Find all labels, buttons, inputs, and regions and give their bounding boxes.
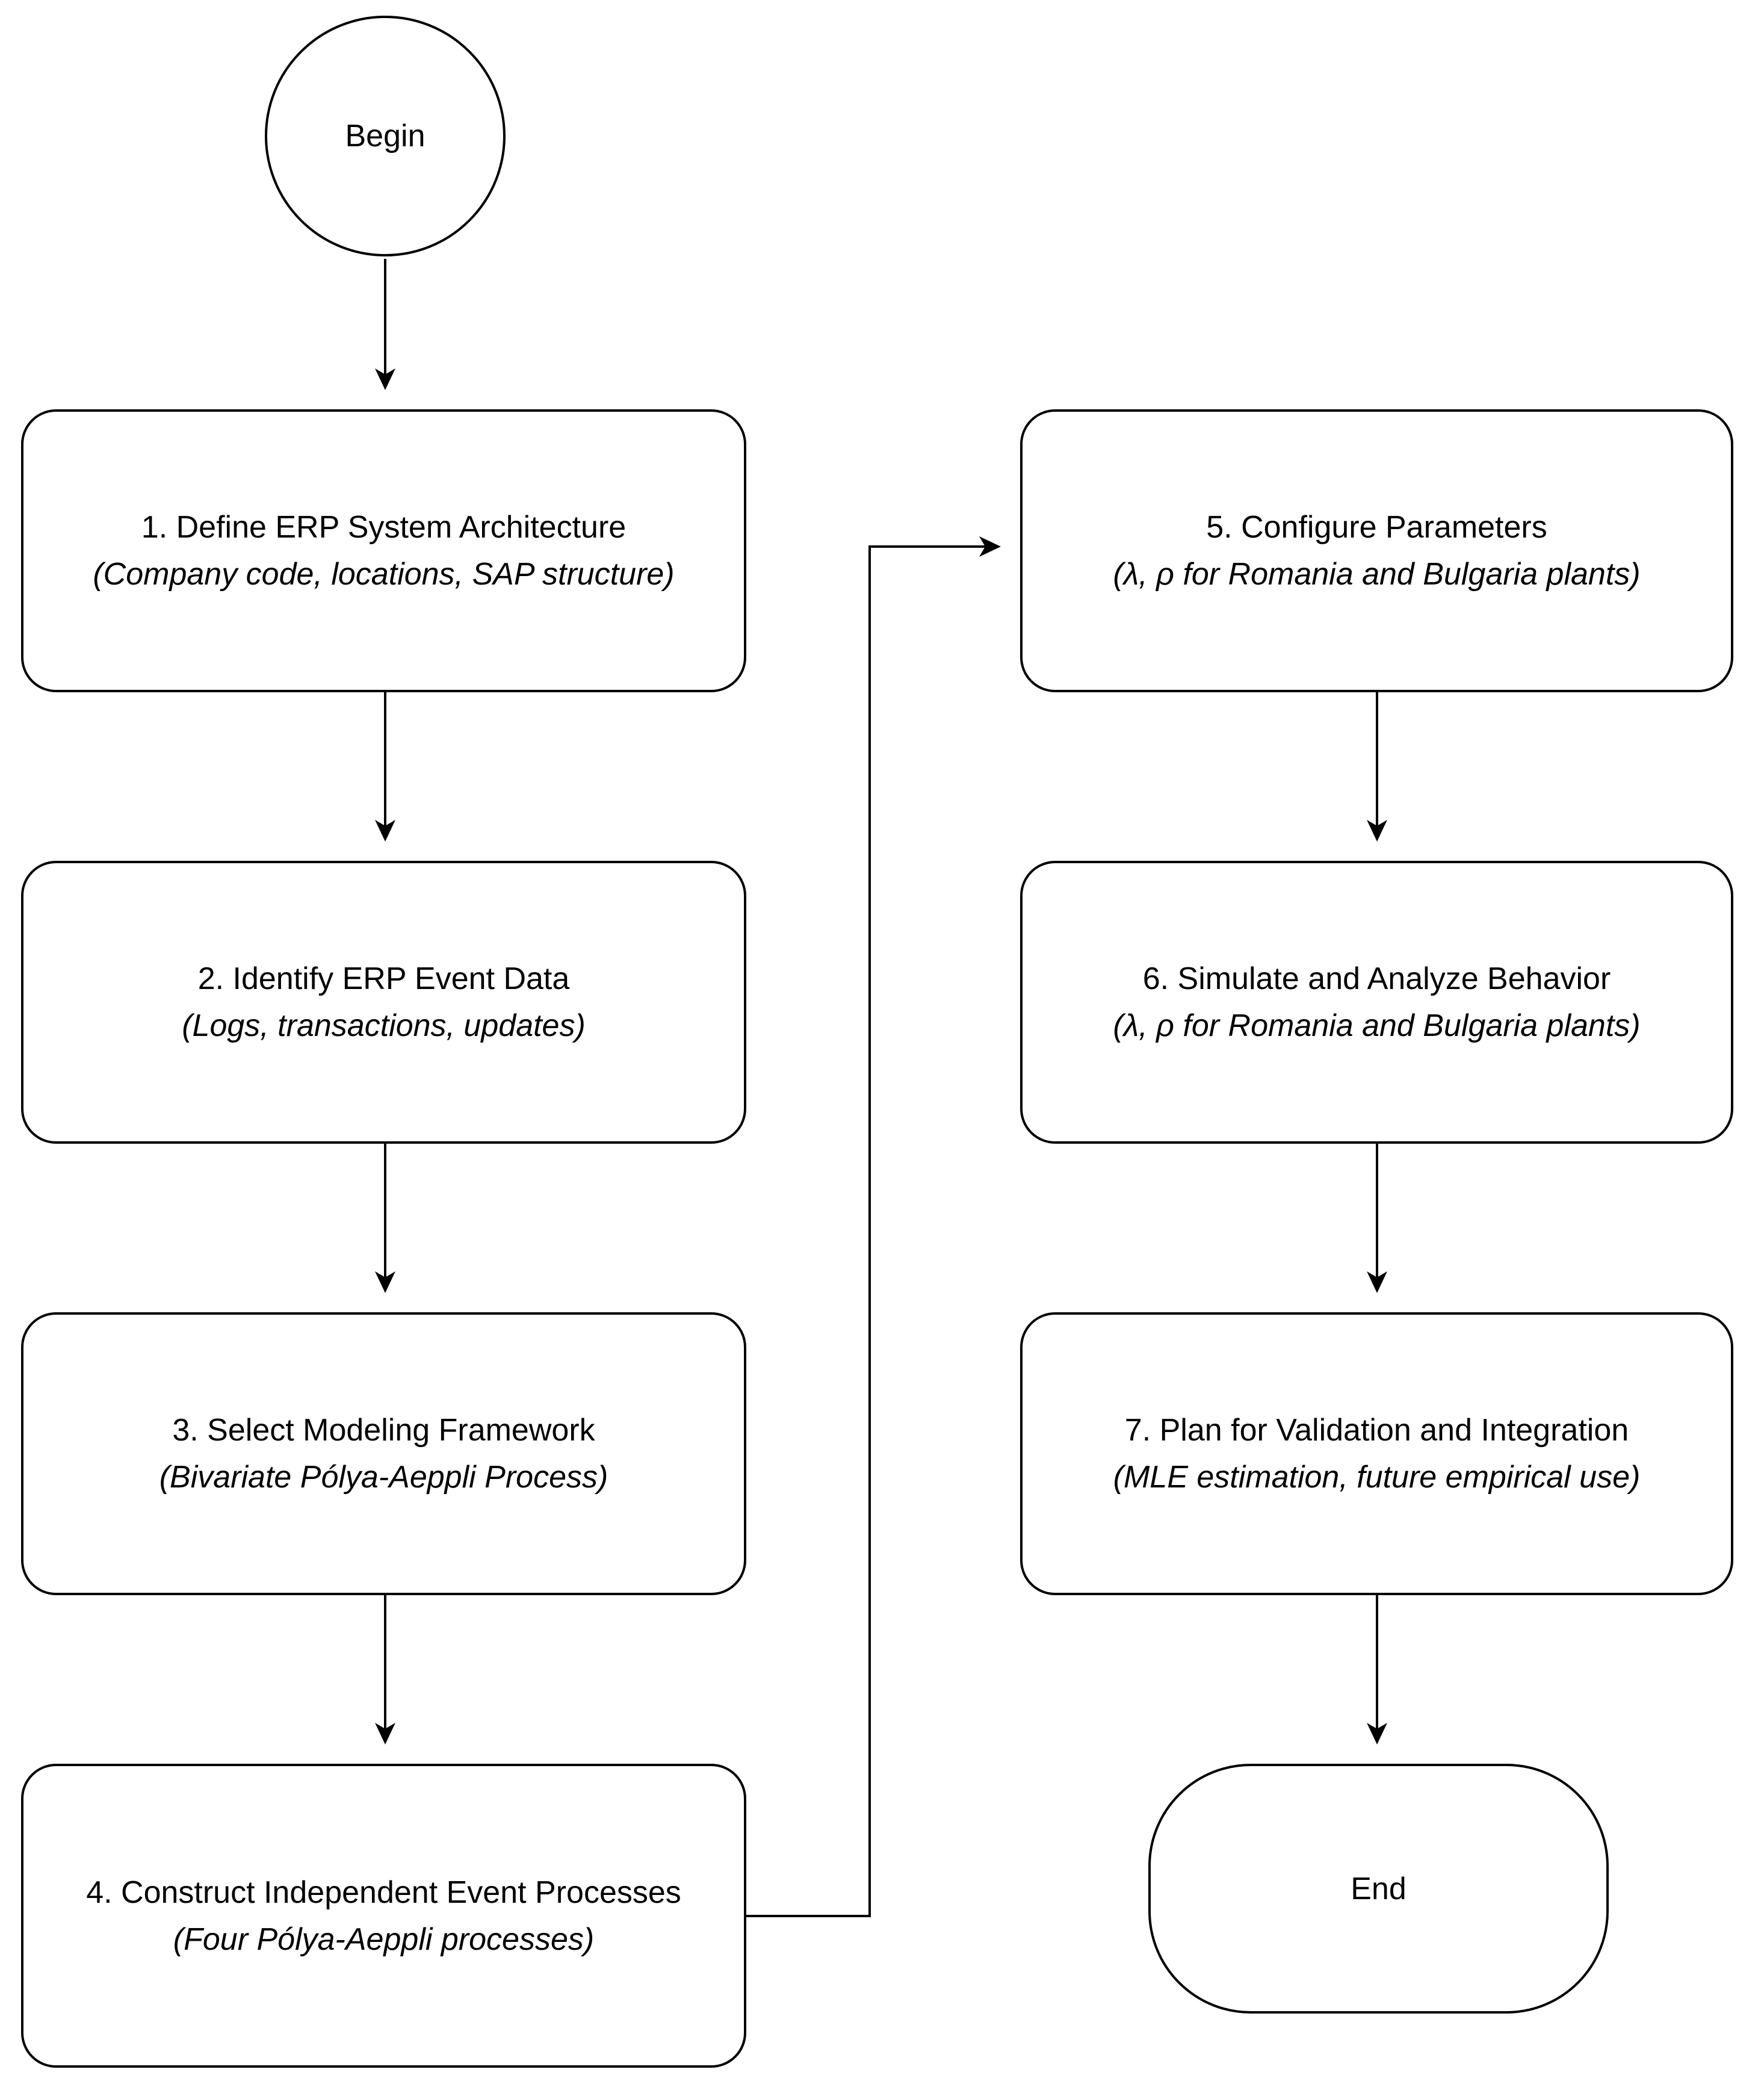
step-3-title: 3. Select Modeling Framework: [172, 1413, 595, 1448]
begin-node: Begin: [265, 16, 506, 256]
step-4-subtitle: (Four Pólya-Aeppli processes): [173, 1921, 595, 1957]
step-3-subtitle: (Bivariate Pólya-Aeppli Process): [159, 1460, 608, 1495]
step-6-title: 6. Simulate and Analyze Behavior: [1142, 961, 1611, 996]
step-3-box: 3. Select Modeling Framework (Bivariate …: [21, 1312, 746, 1595]
step-1-title: 1. Define ERP System Architecture: [141, 510, 627, 545]
arrow-step4-to-step5: [746, 536, 1001, 1917]
step-5-subtitle: (λ, ρ for Romania and Bulgaria plants): [1113, 557, 1641, 592]
step-2-subtitle: (Logs, transactions, updates): [182, 1008, 586, 1043]
step-7-title: 7. Plan for Validation and Integration: [1124, 1413, 1629, 1448]
step-5-title: 5. Configure Parameters: [1206, 510, 1547, 545]
end-label: End: [1351, 1871, 1407, 1906]
end-node: End: [1148, 1764, 1609, 2014]
step-1-subtitle: (Company code, locations, SAP structure): [93, 557, 675, 592]
step-4-box: 4. Construct Independent Event Processes…: [21, 1764, 746, 2068]
step-7-subtitle: (MLE estimation, future empirical use): [1113, 1460, 1641, 1495]
step-1-box: 1. Define ERP System Architecture (Compa…: [21, 409, 746, 692]
step-5-box: 5. Configure Parameters (λ, ρ for Romani…: [1020, 409, 1733, 692]
begin-label: Begin: [345, 119, 426, 153]
step-6-box: 6. Simulate and Analyze Behavior (λ, ρ f…: [1020, 861, 1733, 1144]
step-4-title: 4. Construct Independent Event Processes: [86, 1874, 681, 1910]
step-7-box: 7. Plan for Validation and Integration (…: [1020, 1312, 1733, 1595]
step-2-box: 2. Identify ERP Event Data (Logs, transa…: [21, 861, 746, 1144]
step-6-subtitle: (λ, ρ for Romania and Bulgaria plants): [1113, 1008, 1641, 1043]
step-2-title: 2. Identify ERP Event Data: [197, 961, 570, 996]
